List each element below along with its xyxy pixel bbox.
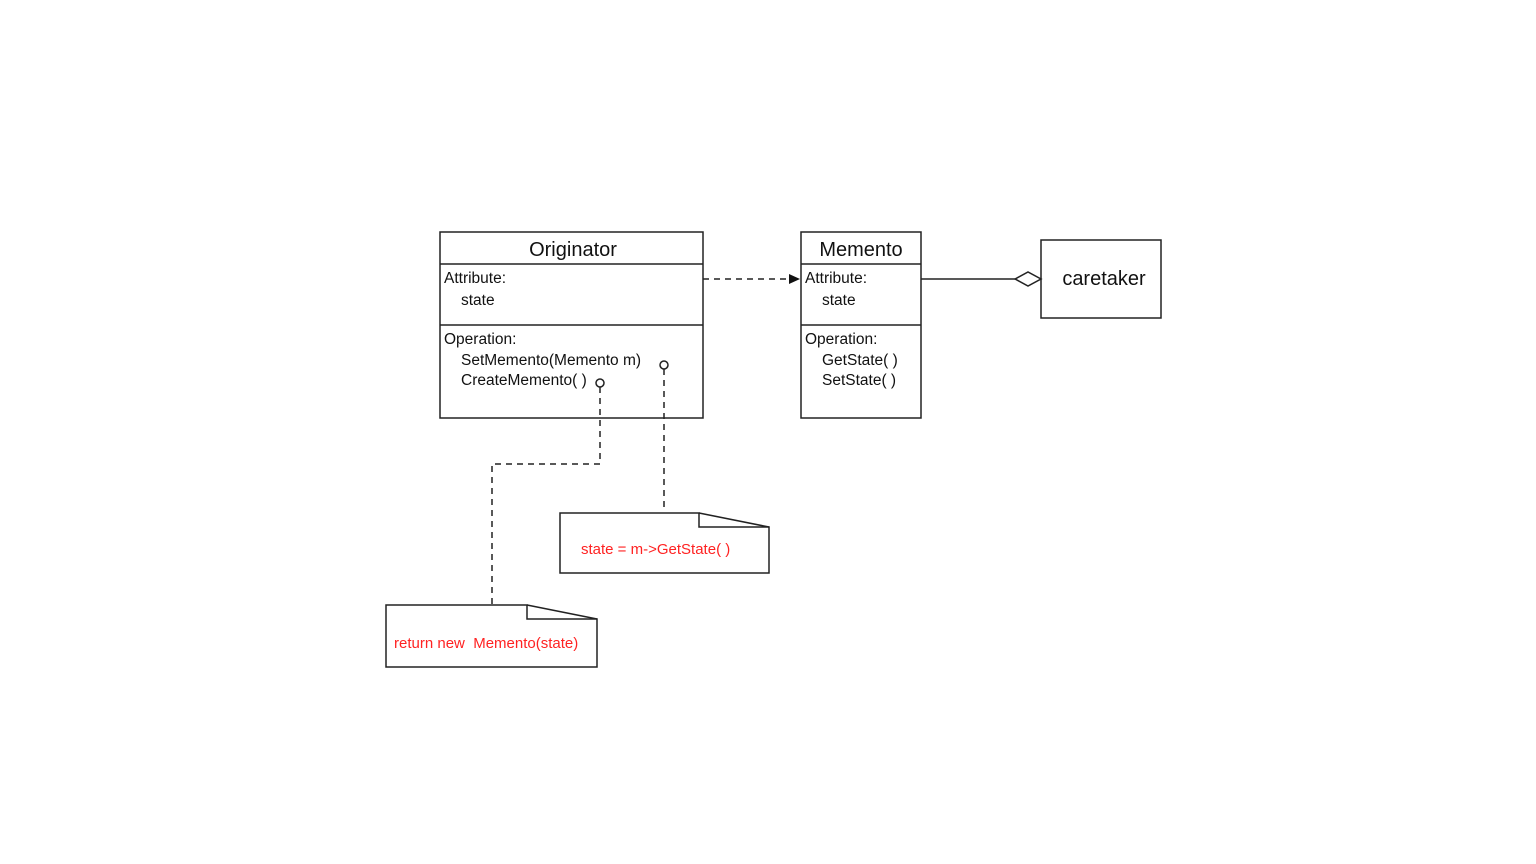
memento-class[interactable]: Memento Attribute: state Operation: GetS… xyxy=(800,231,922,419)
originator-attribute-header: Attribute: xyxy=(444,270,506,287)
memento-title: Memento xyxy=(819,239,902,261)
originator-class[interactable]: Originator Attribute: state Operation: S… xyxy=(439,231,704,419)
note-link-creatememento xyxy=(491,378,605,604)
note-folded-corner-icon xyxy=(526,604,598,620)
note-link-line xyxy=(491,387,601,604)
aggregation-caretaker-memento xyxy=(921,271,1043,287)
note-folded-corner-icon xyxy=(698,512,770,528)
note-setmemento[interactable]: state = m->GetState( ) xyxy=(559,512,770,574)
note-creatememento-text: return new Memento(state) xyxy=(394,635,578,652)
caretaker-class[interactable]: caretaker xyxy=(1040,239,1162,319)
caretaker-box xyxy=(1040,239,1162,319)
note-anchor-circle-icon xyxy=(595,378,605,388)
caretaker-title: caretaker xyxy=(1062,268,1146,290)
note-creatememento[interactable]: return new Memento(state) xyxy=(385,604,598,668)
originator-operation-header: Operation: xyxy=(444,331,516,348)
memento-operation-header: Operation: xyxy=(805,331,877,348)
dependency-arrowhead-icon xyxy=(789,274,800,284)
originator-attribute-state: state xyxy=(461,292,495,309)
note-setmemento-text: state = m->GetState( ) xyxy=(581,541,730,558)
dependency-originator-to-memento xyxy=(703,274,800,284)
originator-operation-setmemento: SetMemento(Memento m) xyxy=(461,352,641,369)
memento-operation-setstate: SetState( ) xyxy=(822,372,896,389)
aggregation-diamond-icon xyxy=(1013,271,1043,287)
note-anchor-circle-icon xyxy=(659,360,669,370)
originator-operation-creatememento: CreateMemento( ) xyxy=(461,372,587,389)
memento-attribute-state: state xyxy=(822,292,856,309)
note-link-setmemento xyxy=(659,360,669,511)
memento-attribute-header: Attribute: xyxy=(805,270,867,287)
memento-operation-getstate: GetState( ) xyxy=(822,352,898,369)
originator-title: Originator xyxy=(529,239,617,261)
